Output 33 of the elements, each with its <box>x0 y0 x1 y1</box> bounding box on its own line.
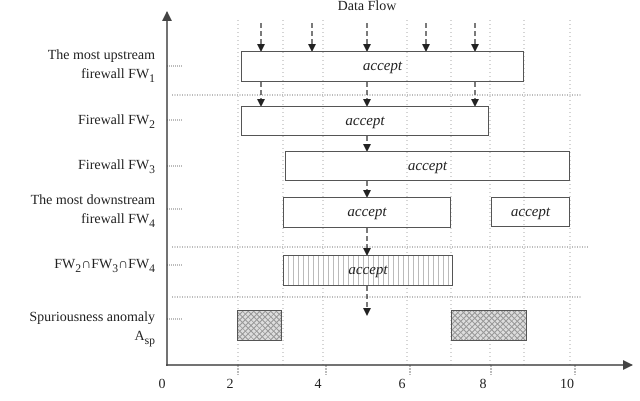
axis-tick-label: 2 <box>226 376 234 394</box>
dashed-arrow <box>471 23 479 52</box>
interval-box: accept <box>241 51 524 82</box>
crosshatched-interval-box <box>451 310 527 341</box>
row-label: The most upstream firewall FW$_{1}$ <box>46 47 155 87</box>
row-label: The most downstream firewall FW$_{4}$ <box>30 192 155 232</box>
interval-box: accept <box>283 197 451 228</box>
dashed-arrow <box>308 23 316 52</box>
dashed-arrow <box>363 23 371 52</box>
interval-box: accept <box>285 151 570 181</box>
dashed-arrow <box>363 136 371 152</box>
axis-tick-label: 8 <box>478 376 488 394</box>
interval-box: accept <box>241 106 489 136</box>
row-label: Firewall FW$_{2}$ <box>77 112 155 133</box>
axis-tick-label: 10 <box>559 376 575 394</box>
dashed-arrow <box>422 23 430 52</box>
row-label: Spuriousness anomaly A$_{sp}$ <box>28 309 155 349</box>
dashed-arrow <box>363 181 371 198</box>
axis-tick-label: 6 <box>398 376 406 394</box>
dashed-arrow <box>257 23 265 52</box>
axis-tick-label: 4 <box>314 376 322 394</box>
dashed-arrow <box>363 286 371 316</box>
flow-label: Data Flow <box>336 0 398 15</box>
interval-box: accept <box>491 197 570 227</box>
crosshatched-interval-box <box>237 310 282 341</box>
dashed-arrow <box>471 82 479 107</box>
row-label: Firewall FW$_{3}$ <box>77 157 155 178</box>
hatched-interval-box: accept <box>283 255 453 286</box>
row-label: FW$_{2}$∩FW$_{3}$∩FW$_{4}$ <box>53 256 155 277</box>
axis-tick-label: 0 <box>158 376 166 394</box>
dashed-arrow <box>257 82 265 107</box>
dashed-arrow <box>363 82 371 107</box>
dashed-arrow <box>363 228 371 256</box>
